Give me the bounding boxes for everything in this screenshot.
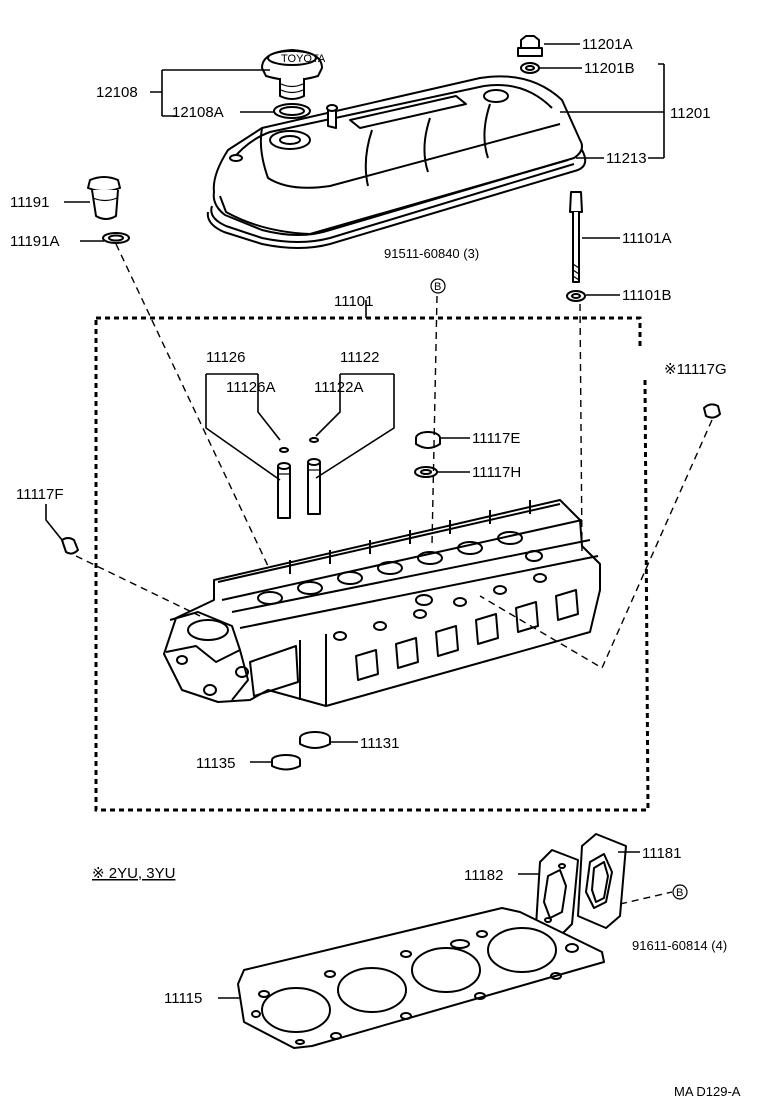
dashed-relation-lines	[75, 243, 713, 905]
label-11101b: 11101B	[622, 287, 672, 304]
cylinder-head-gasket	[237, 907, 605, 1049]
plug-11117f	[61, 537, 79, 555]
label-11201: 11201	[670, 105, 711, 122]
head-bolt-11101a	[569, 191, 583, 283]
label-11117h: 11117H	[472, 464, 521, 481]
label-11181: 11181	[642, 845, 682, 862]
svg-text:TOYOTA: TOYOTA	[281, 53, 326, 65]
variant-note: ※ 2YU, 3YU	[92, 865, 175, 882]
plug-tube-11191	[87, 176, 121, 220]
label-11131: 11131	[360, 735, 400, 752]
gasket-11181	[577, 833, 627, 929]
label-12108: 12108	[96, 84, 138, 101]
gasket-11182	[535, 849, 579, 937]
snap-ring-11126a	[279, 447, 289, 453]
cap-nut-11201a	[517, 35, 543, 57]
label-11201b: 11201B	[584, 60, 635, 77]
label-11117g: ※11117G	[664, 361, 727, 378]
label-11126: 11126	[206, 349, 246, 366]
snap-ring-11122a	[309, 437, 319, 443]
valve-guide-11126	[277, 462, 291, 519]
head-cover-gasket-11213	[206, 149, 587, 249]
label-11122a: 11122A	[314, 379, 364, 396]
label-11101: 11101	[334, 293, 374, 310]
valve-guide-11122	[307, 458, 321, 515]
marker-b-top-label: B	[434, 281, 441, 293]
cylinder-head	[163, 499, 601, 707]
marker-b-top: B	[430, 278, 446, 294]
label-11117f: 11117F	[16, 486, 64, 503]
plug-11117g	[703, 403, 721, 419]
washer-11101b	[566, 290, 586, 302]
seal-washer-11201b	[520, 62, 540, 74]
plug-11135	[271, 754, 301, 771]
marker-b-bottom: B	[672, 884, 688, 900]
label-12108a: 12108A	[172, 104, 224, 121]
label-11191a: 11191A	[10, 233, 60, 250]
label-11191: 11191	[10, 194, 50, 211]
label-11122: 11122	[340, 349, 380, 366]
plug-11131	[299, 731, 331, 749]
label-11201a: 11201A	[582, 36, 633, 53]
label-11126a: 11126A	[226, 379, 276, 396]
label-11213: 11213	[606, 150, 647, 167]
cylinder-head-cover	[212, 75, 583, 236]
oil-filler-cap: TOYOTA	[261, 49, 326, 100]
label-11101a: 11101A	[622, 230, 672, 247]
label-11135: 11135	[196, 755, 236, 772]
reference-code: MA D129-A	[674, 1084, 741, 1099]
marker-b-bottom-label: B	[676, 887, 683, 899]
label-91511-60840: 91511-60840 (3)	[384, 246, 479, 261]
label-11182: 11182	[464, 867, 504, 884]
label-91611-60814: 91611-60814 (4)	[632, 938, 727, 953]
cap-gasket-12108a	[273, 103, 311, 119]
label-11115: 11115	[164, 990, 202, 1007]
label-11117e: 11117E	[472, 430, 520, 447]
plug-11117e	[415, 431, 441, 449]
assembly-boundary-box	[94, 316, 650, 812]
gasket-11191a	[102, 232, 130, 244]
leader-lines	[45, 43, 665, 999]
part-labels: 12108 12108A 11201A 11201B 11201 11213 1…	[10, 36, 741, 1099]
